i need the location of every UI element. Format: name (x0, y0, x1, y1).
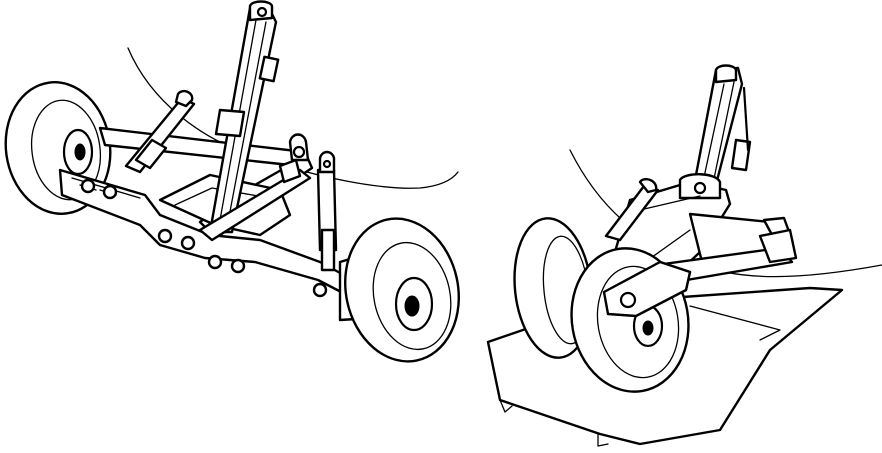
main-gear-view-left (4, 0, 460, 363)
main-strut (208, 0, 280, 234)
right-shock-absorber (316, 150, 338, 272)
main-gear-view-right (486, 64, 882, 447)
fuselage-contour (127, 47, 459, 189)
right-wheel (344, 217, 460, 363)
retract-shock-absorber (604, 178, 660, 242)
left-shock-absorber (124, 89, 196, 174)
drag-brace (198, 158, 312, 242)
retract-strut (690, 64, 752, 202)
